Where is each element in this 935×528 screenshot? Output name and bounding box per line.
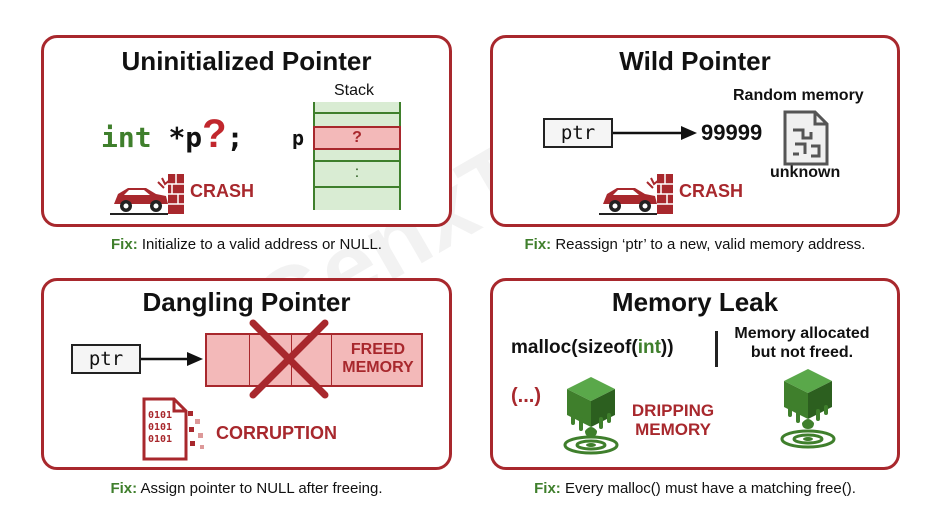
unknown-file-icon bbox=[783, 110, 829, 166]
fix-keyword: Fix: bbox=[111, 236, 138, 253]
leak-note: Memory allocated but not freed. bbox=[727, 324, 877, 362]
separator bbox=[715, 331, 718, 367]
ptr-box: ptr bbox=[71, 344, 141, 374]
block-divider bbox=[249, 335, 250, 385]
fix-wild: Fix: Reassign ‘ptr’ to a new, valid memo… bbox=[490, 236, 900, 253]
dangling-pointer-panel: Dangling Pointer ptr FREED MEMORY 0101 0… bbox=[41, 278, 452, 470]
drip-line-2: MEMORY bbox=[635, 420, 711, 439]
crash-label: CRASH bbox=[190, 181, 255, 201]
binary-line: 0101 bbox=[148, 422, 173, 433]
note-line-2: but not freed. bbox=[750, 344, 854, 361]
dripping-label: DRIPPING MEMORY bbox=[625, 401, 721, 439]
code-pointer: *p bbox=[168, 121, 203, 154]
fix-keyword: Fix: bbox=[110, 480, 138, 497]
corrupted-file-icon bbox=[142, 397, 204, 461]
address-value: 99999 bbox=[701, 120, 763, 145]
dripping-cube-icon bbox=[563, 377, 619, 455]
fix-text: Assign pointer to NULL after freeing. bbox=[137, 480, 383, 497]
stack-cell-p: ? bbox=[313, 126, 401, 150]
wild-pointer-panel: Wild Pointer ptr 99999 Random memory unk… bbox=[490, 35, 900, 227]
fix-text: Every malloc() must have a matching free… bbox=[560, 480, 856, 497]
code-semicolon: ; bbox=[226, 121, 244, 154]
stack-divider bbox=[315, 186, 399, 188]
code-type: int bbox=[101, 121, 152, 154]
stack: ? : bbox=[313, 102, 401, 210]
stack-divider bbox=[315, 112, 399, 114]
fix-keyword: Fix: bbox=[524, 236, 552, 253]
arrow-icon bbox=[141, 352, 203, 366]
dripping-cube-icon bbox=[780, 369, 836, 449]
code-snippet: int *p?; bbox=[101, 112, 243, 157]
note-line-1: Memory allocated bbox=[734, 325, 870, 342]
fix-uninitialized: Fix: Initialize to a valid address or NU… bbox=[41, 236, 452, 253]
code-close: )) bbox=[660, 337, 674, 358]
fix-text: Initialize to a valid address or NULL. bbox=[137, 236, 382, 253]
memory-leak-panel: Memory Leak malloc(sizeof(int)) Memory a… bbox=[490, 278, 900, 470]
uninitialized-pointer-panel: Uninitialized Pointer int *p?; CRASH Sta… bbox=[41, 35, 452, 227]
ptr-box: ptr bbox=[543, 118, 613, 148]
arrow-icon bbox=[613, 126, 697, 140]
panel-title: Uninitialized Pointer bbox=[121, 46, 372, 76]
binary-line: 0101 bbox=[148, 410, 173, 421]
binary-line: 0101 bbox=[148, 434, 173, 445]
panel-title: Memory Leak bbox=[611, 287, 779, 317]
car-crash-icon bbox=[599, 174, 673, 215]
drip-line-1: DRIPPING bbox=[631, 401, 715, 420]
block-divider bbox=[331, 335, 332, 385]
corruption-label: CORRUPTION bbox=[216, 423, 337, 443]
freed-label: FREED MEMORY bbox=[335, 341, 421, 377]
unknown-label: unknown bbox=[770, 164, 841, 181]
freed-line-2: MEMORY bbox=[342, 359, 414, 376]
fix-keyword: Fix: bbox=[534, 480, 561, 497]
crash-label: CRASH bbox=[679, 181, 744, 201]
fix-text: Reassign ‘ptr’ to a new, valid memory ad… bbox=[551, 236, 866, 253]
cell-question: ? bbox=[352, 129, 362, 146]
panel-title: Dangling Pointer bbox=[142, 287, 351, 317]
stack-dots: : bbox=[354, 164, 360, 181]
random-memory-label: Random memory bbox=[733, 87, 864, 104]
fix-dangling: Fix: Assign pointer to NULL after freein… bbox=[41, 480, 452, 497]
stack-divider bbox=[315, 160, 399, 162]
freed-line-1: FREED bbox=[350, 341, 406, 358]
question-mark: ? bbox=[202, 112, 227, 156]
code-type: int bbox=[637, 337, 661, 358]
stack-label: Stack bbox=[333, 82, 374, 99]
freed-memory-block: FREED MEMORY bbox=[205, 333, 423, 387]
malloc-code: malloc(sizeof(int)) bbox=[511, 337, 674, 359]
p-label: p bbox=[292, 126, 305, 150]
panel-title: Wild Pointer bbox=[619, 46, 771, 76]
car-crash-icon bbox=[110, 174, 184, 215]
cross-icon bbox=[249, 319, 329, 399]
fix-memory-leak: Fix: Every malloc() must have a matching… bbox=[490, 480, 900, 497]
code-call: malloc(sizeof( bbox=[511, 337, 638, 358]
binary-text: 0101 0101 0101 bbox=[148, 410, 172, 446]
ellipsis: (...) bbox=[511, 385, 541, 407]
